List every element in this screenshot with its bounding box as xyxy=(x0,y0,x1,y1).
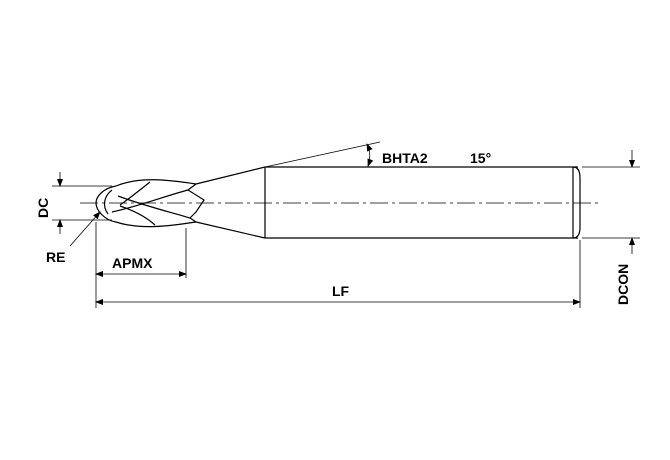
apmx-label: APMX xyxy=(112,255,153,271)
dcon-label: DCON xyxy=(615,264,631,305)
lf-dimension xyxy=(95,240,581,308)
bhta2-label: BHTA2 xyxy=(382,150,428,166)
re-leader xyxy=(69,211,101,247)
taper-neck xyxy=(195,166,266,239)
dc-label: DC xyxy=(35,198,51,218)
dcon-dimension xyxy=(582,150,640,254)
angle-label: 15° xyxy=(470,150,491,166)
lf-label: LF xyxy=(332,283,350,299)
apmx-dimension xyxy=(95,222,187,308)
re-label: RE xyxy=(46,249,65,265)
dc-dimension xyxy=(52,172,112,234)
shank xyxy=(264,166,581,239)
bhta2-angle-lines xyxy=(264,141,381,168)
fluted-head xyxy=(95,179,205,228)
